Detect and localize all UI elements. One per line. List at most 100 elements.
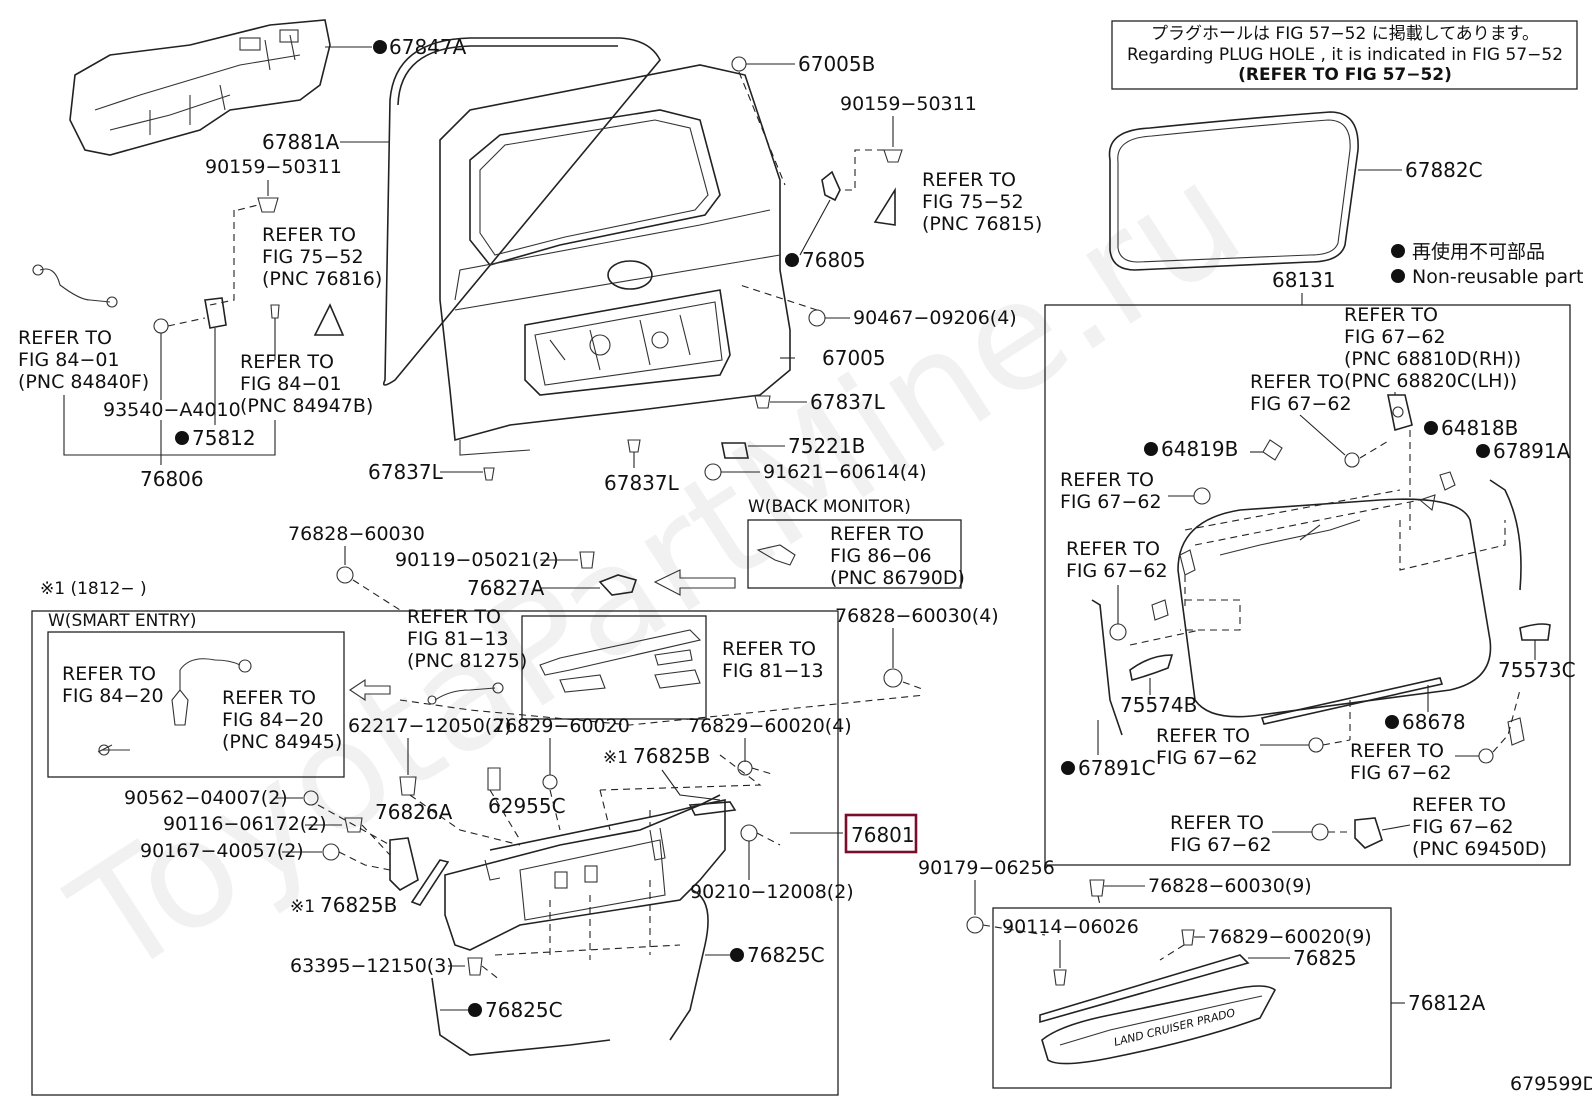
- svg-text:FIG 67−62: FIG 67−62: [1060, 491, 1162, 513]
- ref-fig-75-52-b: REFER TO FIG 75−52 (PNC 76815): [922, 169, 1042, 235]
- label-76826A: 76826A: [375, 800, 453, 824]
- label-76801[interactable]: 76801: [851, 823, 915, 847]
- nut-67-62: [1344, 452, 1360, 468]
- bolt-90119: [579, 551, 595, 569]
- svg-text:FIG 81−13: FIG 81−13: [407, 628, 509, 650]
- clip-67837L-right: [754, 395, 771, 409]
- svg-text:(PNC 81275): (PNC 81275): [407, 650, 527, 672]
- svg-text:REFER TO: REFER TO: [18, 327, 112, 349]
- molding-67891A: [1489, 479, 1522, 591]
- emblem-garnish-box: [992, 907, 1392, 1089]
- svg-text:FIG 67−62: FIG 67−62: [1170, 834, 1272, 856]
- clip-76829-9: [1181, 929, 1195, 946]
- nut-90562: [303, 790, 319, 806]
- bracket-76826A: [389, 837, 419, 891]
- svg-text:FIG 81−13: FIG 81−13: [722, 660, 824, 682]
- label-91621: 91621−60614(4): [763, 461, 927, 483]
- clip-76828-9: [1089, 879, 1105, 897]
- label-76825B-top: 76825B: [633, 744, 710, 768]
- label-90159-50311-left: 90159−50311: [205, 156, 342, 178]
- label-90116: 90116−06172(2): [163, 813, 327, 835]
- label-75573C: 75573C: [1498, 658, 1576, 682]
- clip-62217: [399, 776, 417, 796]
- svg-text:REFER TO: REFER TO: [407, 606, 501, 628]
- svg-text:REFER TO: REFER TO: [722, 638, 816, 660]
- label-kome2: ※1: [290, 897, 315, 917]
- non-reusable-dot-icon: [1391, 269, 1405, 283]
- label-76829-60020: 76829−60020: [493, 715, 630, 737]
- back-door-panel-67005: [439, 64, 791, 456]
- wire-81275: [434, 687, 496, 701]
- seal-76825B-lower: [410, 859, 450, 906]
- ref-fig-84-20-b: REFER TO FIG 84−20 (PNC 84945): [222, 687, 342, 753]
- ref-fig-84-01-a: REFER TO FIG 84−01 (PNC 84840F): [18, 327, 149, 393]
- emblem-75573C: [1519, 623, 1551, 641]
- label-67837L-left: 67837L: [368, 460, 444, 484]
- svg-text:REFER TO: REFER TO: [1060, 469, 1154, 491]
- back-door-garnish-76812A: LAND CRUISER PRADO: [1041, 985, 1277, 1065]
- glass-seal-67882C: [1108, 111, 1359, 271]
- nut-67-62-e: [1308, 737, 1324, 753]
- svg-text:(PNC 76815): (PNC 76815): [922, 213, 1042, 235]
- svg-text:FIG 84−01: FIG 84−01: [18, 349, 120, 371]
- clip-90179: [966, 916, 984, 934]
- ref-fig-75-52-a: REFER TO FIG 75−52 (PNC 76816): [262, 224, 382, 290]
- svg-text:REFER TO: REFER TO: [222, 687, 316, 709]
- camera-86790D: [756, 544, 796, 566]
- nut-67-62-g: [1311, 823, 1329, 841]
- clip-62955C: [487, 767, 501, 791]
- clip-76829: [542, 774, 558, 790]
- svg-text:REFER TO: REFER TO: [1344, 304, 1438, 326]
- svg-text:REFER TO: REFER TO: [1412, 794, 1506, 816]
- bracket-76827A: [598, 574, 638, 596]
- label-76805: 76805: [802, 248, 866, 272]
- notice-ref: (REFER TO FIG 57−52): [1238, 65, 1452, 85]
- svg-text:(PNC 68810D(RH)): (PNC 68810D(RH)): [1344, 348, 1521, 370]
- svg-text:REFER TO: REFER TO: [1170, 812, 1264, 834]
- svg-text:(PNC 69450D): (PNC 69450D): [1412, 838, 1547, 860]
- bracket-67-62-f: [1507, 717, 1525, 746]
- nut-67-62-f: [1478, 748, 1494, 764]
- svg-text:REFER TO: REFER TO: [922, 169, 1016, 191]
- ref-fig-67-62-g: REFER TO FIG 67−62: [1170, 812, 1272, 856]
- bracket-75812: [204, 297, 227, 329]
- seal-76825C-right: [669, 889, 709, 1041]
- clip-67837L-left: [483, 467, 495, 481]
- clip-76829-4: [737, 760, 753, 776]
- trim-76816: [313, 303, 345, 336]
- label-68131: 68131: [1272, 268, 1336, 292]
- highlight-box-76801[interactable]: [844, 813, 918, 854]
- svg-text:FIG 67−62: FIG 67−62: [1156, 747, 1258, 769]
- license-lamps: [539, 629, 702, 693]
- label-76825: 76825: [1293, 946, 1357, 970]
- notice-en: Regarding PLUG HOLE , it is indicated in…: [1127, 45, 1563, 65]
- seal-76825C-lower: [431, 977, 611, 1056]
- svg-text:REFER TO: REFER TO: [1066, 538, 1160, 560]
- label-75812: 75812: [192, 426, 256, 450]
- notice-jp: プラグホールは FIG 57−52 に掲載してあります。: [1151, 24, 1539, 44]
- ref-fig-67-62-a: REFER TO FIG 67−62 (PNC 68810D(RH)) (PNC…: [1344, 304, 1521, 392]
- svg-text:(PNC 84840F): (PNC 84840F): [18, 371, 149, 393]
- hinge-64818B: [1387, 394, 1413, 432]
- label-90159-50311-right: 90159−50311: [840, 93, 977, 115]
- ref-fig-67-62-d: REFER TO FIG 67−62: [1066, 538, 1168, 582]
- legend-en: Non-reusable part: [1412, 266, 1583, 288]
- label-93540: 93540−A4010: [103, 399, 241, 421]
- svg-text:(PNC 84947B): (PNC 84947B): [240, 395, 373, 417]
- ref-fig-67-62-c: REFER TO FIG 67−62: [1060, 469, 1162, 513]
- label-76825C-lower: 76825C: [485, 998, 563, 1022]
- svg-text:(PNC 86790D): (PNC 86790D): [830, 567, 965, 589]
- label-75221B: 75221B: [788, 434, 865, 458]
- back-glass-group-box: [1044, 304, 1571, 866]
- ref-fig-67-62-e: REFER TO FIG 67−62: [1156, 725, 1258, 769]
- label-90167: 90167−40057(2): [140, 840, 304, 862]
- svg-text:FIG 84−01: FIG 84−01: [240, 373, 342, 395]
- clip-84947B: [270, 304, 280, 319]
- label-90467: 90467−09206(4): [853, 307, 1017, 329]
- label-90179: 90179−06256: [918, 857, 1055, 879]
- svg-text:FIG 67−62: FIG 67−62: [1344, 326, 1446, 348]
- back-monitor-box: [747, 519, 962, 589]
- label-64819B: 64819B: [1161, 437, 1238, 461]
- label-67881A: 67881A: [262, 130, 340, 154]
